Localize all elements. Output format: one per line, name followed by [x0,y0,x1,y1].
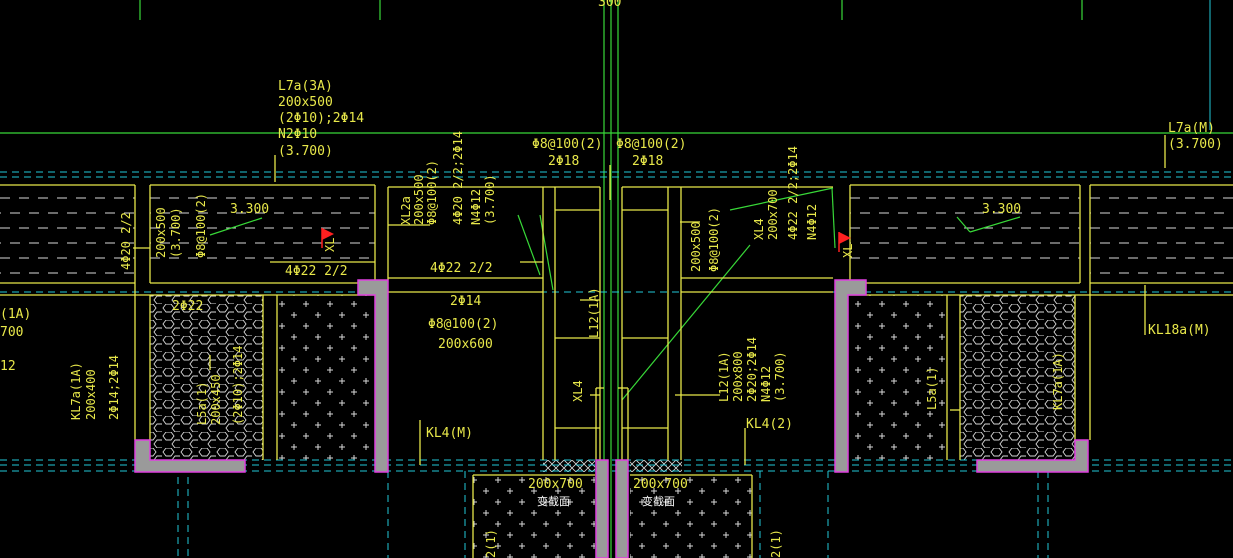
mid-stirrup: Φ8@100(2) [428,317,498,332]
hex-fill-right [960,295,1075,460]
l12-3: 2Φ20;2Φ14 [745,337,759,402]
xl2-5: N4Φ12 [469,189,483,225]
bot-2-1-right: 2(1) [769,529,783,558]
edge-1a: (1A) [0,307,31,322]
l7a-size: 200x500 [278,95,333,110]
edge-12: 12 [0,359,16,374]
column-left-L [357,279,389,473]
kl7-2: 200x400 [84,369,98,420]
columns [134,279,1089,558]
column-bottom-right-L [976,439,1089,473]
l5-3: (2Φ10);2Φ14 [231,346,245,425]
l5-right: L5a(1) [925,367,939,410]
column-core-left [595,459,609,558]
stirrup-b: Φ8@100(2) [616,137,686,152]
rebar-4-22-mid: 4Φ22 2/2 [430,261,493,276]
xl4-1: XL4 [752,218,766,240]
flag-marker-right [839,232,851,244]
cross-fill-bottom-left [473,475,595,558]
column-right-L [834,279,867,473]
xl2-2: 200x500 [412,174,426,225]
sec-right-size: 200x700 [633,477,688,492]
b200-left-2: (3.700) [169,207,183,258]
l7a-rebar: (2Φ10);2Φ14 [278,111,364,126]
l12-2: 200x800 [731,351,745,402]
l12-1: L12(1A) [717,351,731,402]
l12-left: L12(1A) [587,287,601,338]
x-fill-right [630,460,682,472]
sec-left-note: 变截面 [537,494,570,508]
b200-right-2: Φ8@100(2) [707,207,721,272]
kl7-3: 2Φ14;2Φ14 [107,355,121,420]
kl7-right: KL7a(1A) [1051,352,1065,410]
bars-b: 2Φ18 [632,154,663,169]
bars-a: 2Φ18 [548,154,579,169]
elev-left: 3.300 [230,202,269,217]
column-core-right [615,459,629,558]
b200-left-1: 200x500 [154,207,168,258]
l7a-elev: (3.700) [278,144,333,159]
l12-4: N4Φ12 [759,366,773,402]
l7a-name: L7a(3A) [278,79,333,94]
l7a-right-name: L7a(M) [1168,121,1215,136]
l5-1: L5a(1) [195,382,209,425]
bot-2-1-left: 2(1) [484,529,498,558]
xl-tag-left: XL [323,238,337,252]
top-dim: 300 [598,0,621,10]
kl18: KL18a(M) [1148,323,1211,338]
xl2-6: (3.700) [483,174,497,225]
l12-5: (3.700) [773,351,787,402]
slab-hatch-band [0,197,1233,274]
cross-fill-bottom-right [630,475,752,558]
edge-700: 700 [0,325,23,340]
mid-bars: 2Φ14 [450,294,481,309]
bars-2-22: 2Φ22 [172,299,203,314]
column-bottom-left-L [134,439,246,473]
xl4-3: 4Φ22 2/2;2Φ14 [786,146,800,240]
cross-fill-right [850,295,947,460]
xl4-2: 200x700 [766,189,780,240]
b200-left-3: Φ8@100(2) [194,193,208,258]
sec-left-size: 200x700 [528,477,583,492]
kl4m: KL4(M) [426,426,473,441]
stirrup-a: Φ8@100(2) [532,137,602,152]
section-markers [321,228,851,252]
sec-right-note: 变截面 [642,494,675,508]
elev-right: 3.300 [982,202,1021,217]
xl2-1: XL2a [399,196,413,225]
b200-right-1: 200x500 [689,221,703,272]
rebar-4-20: 4Φ20 2/2 [119,212,133,270]
l7a-n: N2Φ10 [278,127,317,142]
xl2-3: Φ8@100(2) [425,160,439,225]
beam-outlines [0,135,1233,558]
xl2-4: 4Φ20 2/2;2Φ14 [451,131,465,225]
cross-fill-left [277,295,375,460]
xl4-left: XL4 [571,380,585,402]
xl4-4: N4Φ12 [805,204,819,240]
hex-fill-left [150,295,263,460]
xl-tag-right: XL [841,244,855,258]
l5-2: 200x450 [209,374,223,425]
x-fill-left [543,460,595,472]
mid-size: 200x600 [438,337,493,352]
flag-marker-left [322,228,334,240]
kl42: KL4(2) [746,417,793,432]
l7a-right-elev: (3.700) [1168,137,1223,152]
kl7-1: KL7a(1A) [69,362,83,420]
rebar-4-22: 4Φ22 2/2 [285,264,348,279]
